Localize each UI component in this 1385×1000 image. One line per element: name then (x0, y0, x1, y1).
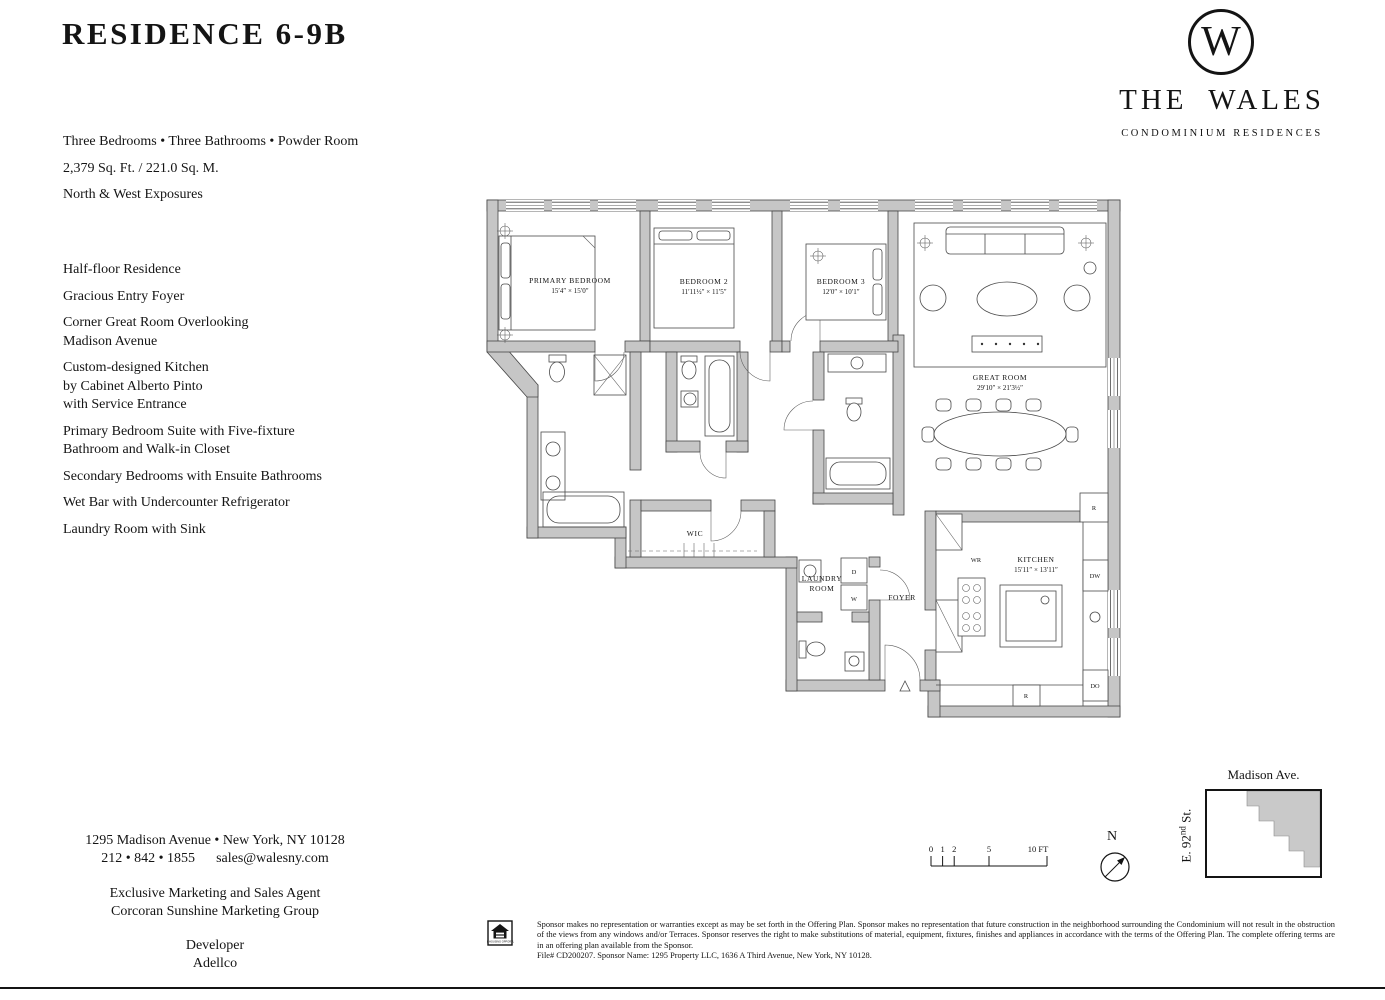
room-labels: PRIMARY BEDROOM 15′4″ × 15′0″ BEDROOM 2 … (529, 276, 1100, 700)
label-dryer: D (852, 569, 857, 576)
feature-item: Laundry Room with Sink (63, 521, 206, 537)
door-swings (594, 311, 921, 681)
primary-bed (498, 235, 596, 331)
summary-area: 2,379 Sq. Ft. / 221.0 Sq. M. (63, 160, 219, 176)
label-refrigerator-2: R (1024, 693, 1029, 700)
room-dims-bedroom2: 11′11½″ × 11′5″ (681, 288, 726, 296)
contact-email: sales@walesny.com (216, 850, 329, 866)
keymap-box (1205, 789, 1322, 878)
room-label-wic: WIC (687, 529, 703, 538)
label-washer: W (851, 596, 857, 603)
dining-table (921, 398, 1079, 471)
room-dims-primary: 15′4″ × 15′0″ (551, 287, 588, 295)
room-label-bedroom2: BEDROOM 2 (680, 277, 729, 286)
feature-item: Primary Bedroom Suite with Five-fixture … (63, 423, 295, 458)
feature-item: Secondary Bedrooms with Ensuite Bathroom… (63, 468, 322, 484)
feature-item: Corner Great Room Overlooking Madison Av… (63, 315, 249, 349)
label-double-oven: DO (1090, 683, 1100, 690)
contact-block: 1295 Madison Avenue • New York, NY 10128… (60, 832, 370, 867)
brand-monogram: W (1201, 19, 1241, 65)
summary-rooms: Three Bedrooms • Three Bathrooms • Powde… (63, 134, 359, 149)
page-title: RESIDENCE 6-9B (62, 16, 348, 51)
developer-label: Developer (185, 938, 245, 953)
powder-room-fixtures (798, 640, 865, 672)
room-label-great-room: GREAT ROOM (973, 373, 1027, 382)
room-dims-bedroom3: 12′0″ × 10′1″ (822, 288, 859, 296)
room-label-kitchen: KITCHEN (1017, 555, 1054, 564)
scale-tick-5: 5 (987, 844, 991, 854)
keymap-street-label: E. 92nd St. (1177, 786, 1194, 886)
entry-marker (899, 680, 911, 692)
primary-bath-fixtures (540, 354, 627, 528)
laundry-fixtures (798, 557, 868, 611)
bedroom3-bed (805, 243, 887, 321)
floorplan-drawing: PRIMARY BEDROOM 15′4″ × 15′0″ BEDROOM 2 … (486, 199, 1121, 718)
contact-phone-email: 212 • 842 • 1855 sales@walesny.com (60, 850, 370, 868)
label-refrigerator: R (1092, 505, 1097, 512)
bottom-rule (0, 987, 1385, 989)
brand-tagline: CONDOMINIUM RESIDENCES (1121, 128, 1323, 139)
street-sup: nd (1177, 826, 1188, 836)
furniture (496, 222, 1109, 707)
contact-address: 1295 Madison Avenue • New York, NY 10128 (85, 833, 345, 848)
equal-housing-label: EQUAL HOUSING OPPORTUNITY (487, 940, 514, 944)
developer-name: Adellco (192, 955, 238, 971)
feature-list: Half-floor Residence Gracious Entry Foye… (63, 261, 463, 547)
agent-label: Exclusive Marketing and Sales Agent (109, 886, 321, 901)
brand-logo: W (1188, 9, 1254, 75)
kitchen-fixtures (935, 492, 1109, 707)
bedroom2-bed (653, 227, 735, 329)
label-wetbar: WR (971, 557, 982, 564)
room-dims-great-room: 29′10″ × 21′3½″ (977, 384, 1023, 392)
feature-item: Custom-designed Kitchen by Cabinet Alber… (63, 360, 209, 412)
street-text: E. 92 (1178, 835, 1194, 863)
agent-block: Exclusive Marketing and Sales Agent Corc… (60, 885, 370, 920)
brand-monogram-icon: W (1188, 9, 1254, 75)
room-label-laundry-1: LAUNDRY (802, 574, 842, 583)
north-label: N (1107, 829, 1117, 844)
keymap-footprint (1246, 790, 1321, 868)
scale-tick-10: 10 FT (1028, 844, 1049, 854)
disclaimer-file-line: File# CD200207. Sponsor Name: 1295 Prope… (537, 951, 872, 961)
feature-item: Gracious Entry Foyer (63, 288, 185, 304)
developer-block: Developer Adellco (60, 937, 370, 972)
equal-housing-icon: EQUAL HOUSING OPPORTUNITY (487, 920, 514, 946)
scale-bar: 0 1 2 5 10 FT (929, 844, 1049, 867)
room-label-bedroom3: BEDROOM 3 (817, 277, 866, 286)
bath3-fixtures (825, 353, 891, 490)
feature-item: Wet Bar with Undercounter Refrigerator (63, 495, 290, 510)
scale-tick-2: 2 (952, 844, 956, 854)
wic-closet (628, 543, 757, 557)
north-arrow-icon: N (1100, 829, 1130, 882)
scale-tick-1: 1 (940, 844, 944, 854)
street-suffix: St. (1178, 808, 1194, 827)
room-dims-kitchen: 15′11″ × 13′11″ (1014, 566, 1058, 574)
brand-name: THE WALES (1119, 84, 1325, 116)
room-label-foyer: FOYER (888, 593, 916, 602)
feature-item: Half-floor Residence (63, 262, 181, 277)
great-room-furniture (913, 222, 1107, 368)
disclaimer-text: Sponsor makes no representation or warra… (537, 920, 1335, 950)
summary-exposures: North & West Exposures (63, 187, 203, 202)
room-label-primary: PRIMARY BEDROOM (529, 276, 611, 285)
scale-tick-0: 0 (929, 844, 933, 854)
room-label-laundry-2: ROOM (810, 584, 835, 593)
keymap-avenue-label: Madison Ave. (1227, 767, 1300, 782)
residence-summary: Three Bedrooms • Three Bathrooms • Powde… (63, 129, 483, 209)
contact-phone: 212 • 842 • 1855 (101, 850, 196, 866)
bath2-fixtures (680, 355, 735, 437)
disclaimer: Sponsor makes no representation or warra… (537, 920, 1335, 962)
agent-name: Corcoran Sunshine Marketing Group (110, 903, 320, 919)
label-dishwasher: DW (1090, 573, 1101, 580)
